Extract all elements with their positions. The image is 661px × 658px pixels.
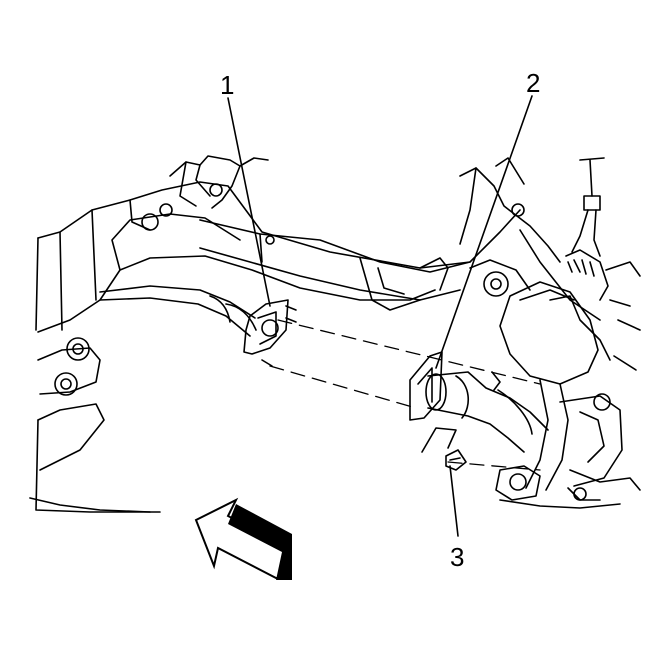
crossmember — [199, 219, 471, 311]
catalytic-converter — [425, 371, 549, 453]
alignment-lines — [269, 319, 541, 471]
frame-bolt-lower — [54, 372, 78, 396]
leader-lines — [227, 95, 533, 537]
callout-2: 2 — [526, 68, 541, 98]
right-suspension — [459, 157, 641, 509]
exhaust-nut — [445, 449, 467, 471]
rear-flange — [409, 351, 443, 421]
frame-bolt-upper — [66, 337, 90, 361]
callout-1: 1 — [220, 70, 235, 100]
steering-rack — [565, 157, 641, 371]
heat-shield-tab — [421, 427, 457, 453]
front-direction-arrow — [194, 497, 292, 580]
callout-3: 3 — [450, 542, 465, 572]
upper-bracket — [129, 155, 269, 231]
front-pipe-flange — [243, 299, 297, 367]
exhaust-pipe — [99, 285, 257, 337]
